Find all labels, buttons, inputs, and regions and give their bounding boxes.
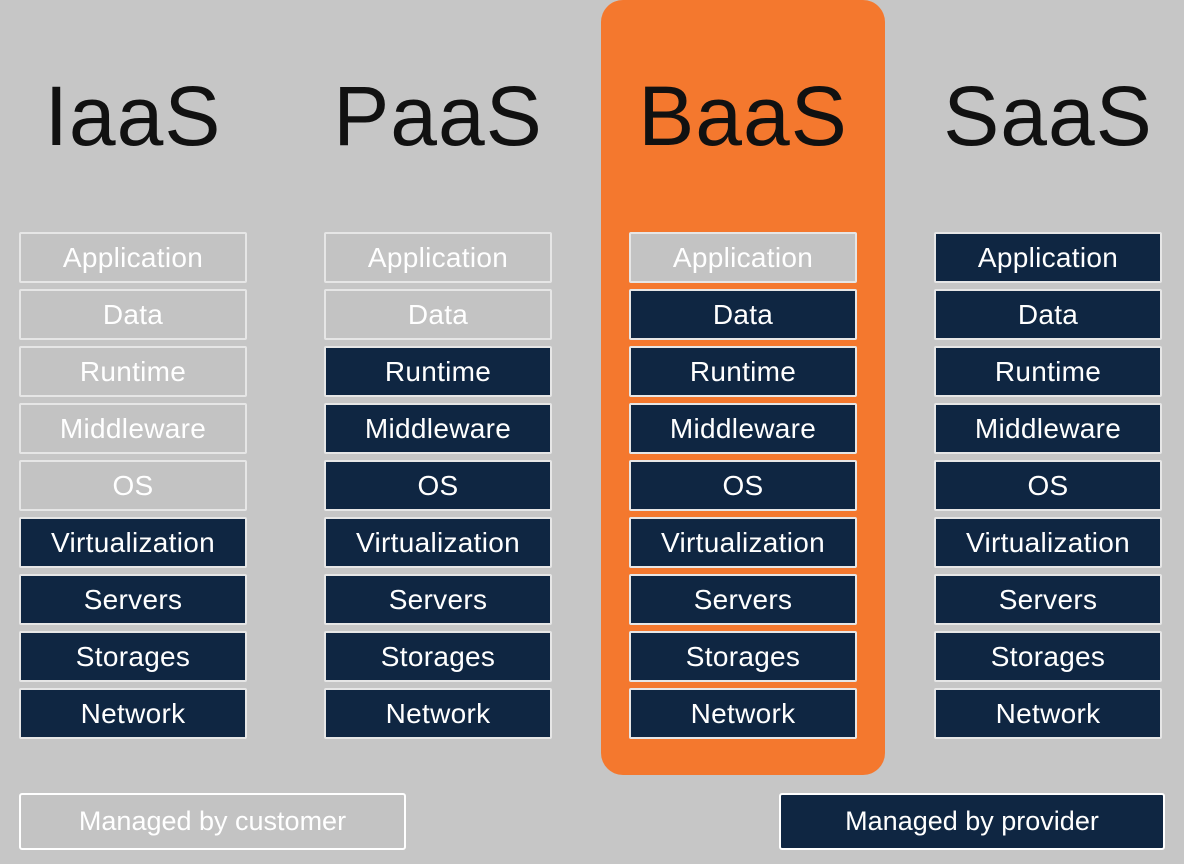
column-title-saas: SaaS	[943, 69, 1153, 163]
layer-application: Application	[19, 232, 247, 283]
column-title-iaas: IaaS	[44, 69, 222, 163]
layer-runtime: Runtime	[324, 346, 552, 397]
layer-storages: Storages	[934, 631, 1162, 682]
layer-virtualization: Virtualization	[324, 517, 552, 568]
layer-middleware: Middleware	[19, 403, 247, 454]
layer-data: Data	[629, 289, 857, 340]
layer-middleware: Middleware	[934, 403, 1162, 454]
layer-data: Data	[19, 289, 247, 340]
layer-virtualization: Virtualization	[629, 517, 857, 568]
legend-managed-by-customer: Managed by customer	[19, 793, 406, 850]
layer-os: OS	[934, 460, 1162, 511]
layer-storages: Storages	[629, 631, 857, 682]
layer-application: Application	[934, 232, 1162, 283]
legend-managed-by-provider: Managed by provider	[779, 793, 1165, 850]
layer-storages: Storages	[19, 631, 247, 682]
layer-storages: Storages	[324, 631, 552, 682]
layer-stack-paas: Application Data Runtime Middleware OS V…	[324, 232, 552, 745]
column-title-paas: PaaS	[333, 69, 543, 163]
layer-os: OS	[629, 460, 857, 511]
layer-virtualization: Virtualization	[19, 517, 247, 568]
layer-os: OS	[19, 460, 247, 511]
layer-stack-saas: Application Data Runtime Middleware OS V…	[934, 232, 1162, 745]
layer-network: Network	[324, 688, 552, 739]
layer-virtualization: Virtualization	[934, 517, 1162, 568]
layer-stack-iaas: Application Data Runtime Middleware OS V…	[19, 232, 247, 745]
layer-application: Application	[629, 232, 857, 283]
layer-servers: Servers	[324, 574, 552, 625]
layer-network: Network	[19, 688, 247, 739]
layer-stack-baas: Application Data Runtime Middleware OS V…	[629, 232, 857, 745]
layer-application: Application	[324, 232, 552, 283]
layer-os: OS	[324, 460, 552, 511]
layer-runtime: Runtime	[934, 346, 1162, 397]
layer-runtime: Runtime	[629, 346, 857, 397]
column-title-baas: BaaS	[638, 69, 848, 163]
layer-runtime: Runtime	[19, 346, 247, 397]
layer-middleware: Middleware	[629, 403, 857, 454]
layer-servers: Servers	[934, 574, 1162, 625]
layer-servers: Servers	[629, 574, 857, 625]
layer-data: Data	[934, 289, 1162, 340]
layer-data: Data	[324, 289, 552, 340]
layer-middleware: Middleware	[324, 403, 552, 454]
layer-network: Network	[934, 688, 1162, 739]
layer-servers: Servers	[19, 574, 247, 625]
layer-network: Network	[629, 688, 857, 739]
